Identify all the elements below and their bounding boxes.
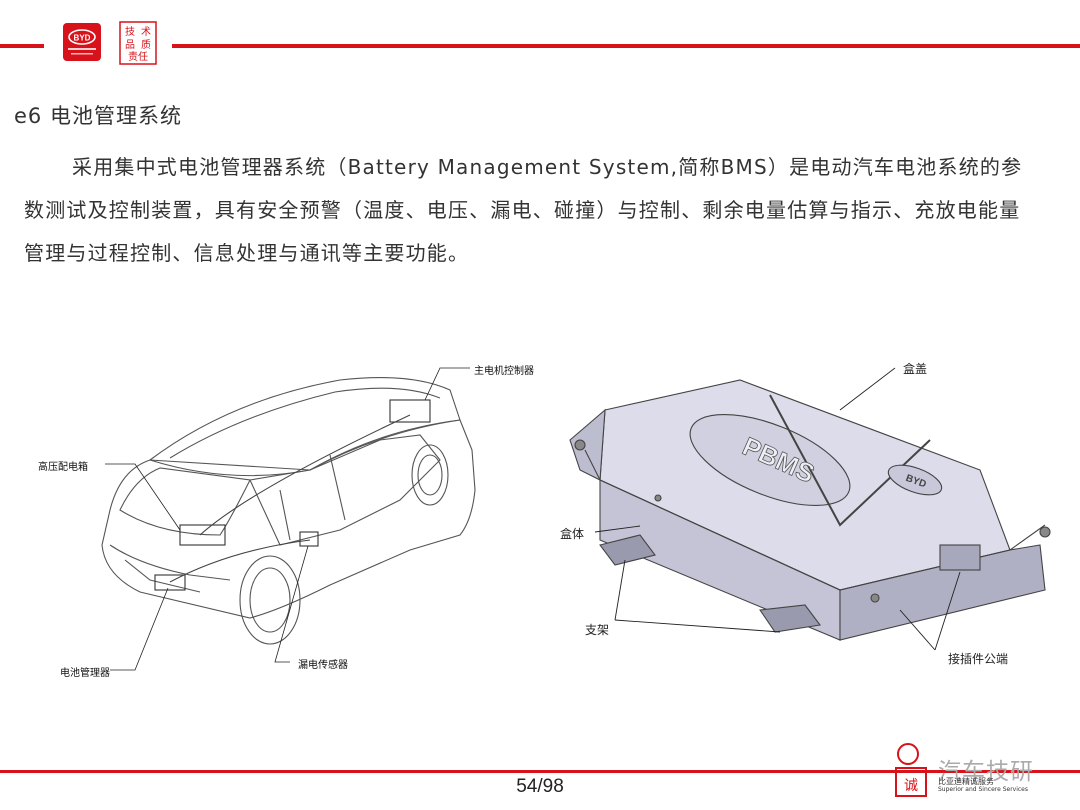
label-body: 盒体 [560,527,585,541]
footer-rule [0,770,1080,773]
header-rule-right [172,44,1080,48]
svg-text:品: 品 [125,39,135,51]
svg-text:技: 技 [125,25,135,38]
car-diagram [101,367,476,671]
svg-text:责任: 责任 [128,50,148,63]
svg-text:术: 术 [141,26,151,38]
svg-text:BYD: BYD [74,34,91,43]
byd-logo: BYD [62,22,102,62]
quality-seal: 技 术 品 质 责任 [118,20,158,66]
svg-text:诚: 诚 [904,778,918,794]
label-leakage-sensor: 漏电传感器 [298,660,348,671]
label-bracket: 支架 [585,623,610,637]
watermark: 诚 [890,740,1070,806]
svg-text:质: 质 [141,39,151,51]
label-main-motor-controller: 主电机控制器 [474,366,534,377]
label-hv-distribution-box: 高压配电箱 [38,462,88,473]
description-paragraph: 采用集中式电池管理器系统（Battery Management System,简… [24,155,1023,265]
watermark-text: 汽车技研 [938,759,1034,785]
bms-diagram: PBMS BYD [569,367,1051,651]
page-number: 54/98 [516,776,564,797]
watermark-subtitle: 比亚迪精诚服务 [938,777,994,786]
header-rule-left [0,44,44,48]
section-subheading: e6 电池管理系统 [14,104,182,128]
watermark-subtitle-en: Superior and Sincere Services [938,786,1028,793]
label-battery-manager: 电池管理器 [60,668,110,679]
label-lid: 盒盖 [903,362,928,376]
label-connector: 接插件公端 [948,652,1009,666]
